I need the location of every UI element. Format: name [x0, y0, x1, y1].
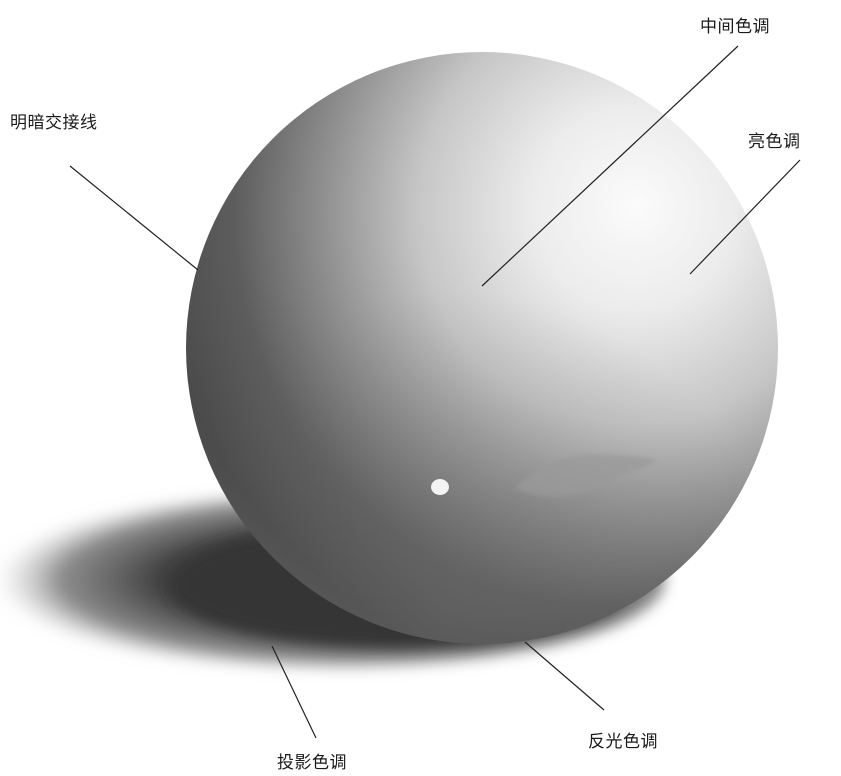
leader-line-terminator [69, 165, 199, 271]
leader-line-cast-shadow [271, 645, 317, 739]
sphere-blemish-small [431, 479, 449, 495]
label-terminator: 明暗交接线 [10, 113, 98, 133]
sphere-blemish-large [515, 454, 657, 497]
label-reflected-light: 反光色调 [588, 732, 658, 752]
leader-line-highlight [689, 159, 801, 275]
label-highlight: 亮色调 [748, 132, 801, 152]
leader-line-reflected-light [524, 641, 605, 711]
label-midtone: 中间色调 [700, 17, 770, 37]
leader-line-midtone [481, 45, 739, 287]
label-cast-shadow: 投影色调 [277, 753, 347, 773]
sphere-reflected-light [186, 52, 778, 644]
